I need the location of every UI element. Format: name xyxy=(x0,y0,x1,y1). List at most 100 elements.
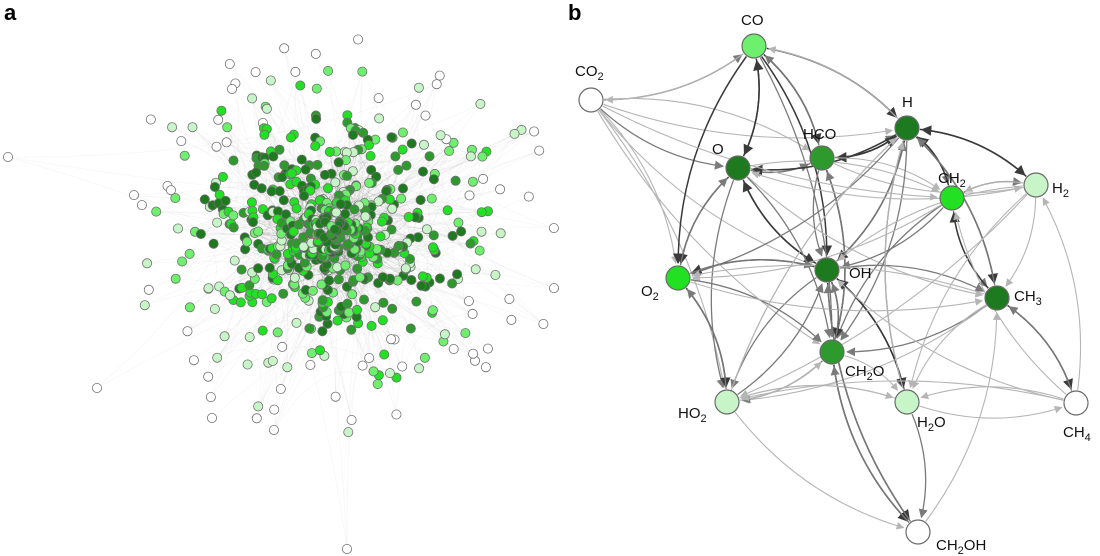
network-node xyxy=(195,228,206,239)
network-node xyxy=(278,288,289,299)
network-node xyxy=(296,154,307,165)
label-ch3-part: CH xyxy=(1014,288,1036,305)
network-node xyxy=(431,79,442,90)
network-edge xyxy=(255,71,321,201)
network-node xyxy=(377,272,388,283)
panel-letter-b: b xyxy=(568,0,581,25)
node-o2 xyxy=(665,265,691,291)
network-edge xyxy=(245,181,474,250)
network-node xyxy=(406,274,417,285)
network-node xyxy=(416,280,427,291)
network-edge xyxy=(359,276,544,325)
label-ch4-part: 4 xyxy=(1085,432,1091,444)
network-node xyxy=(401,160,412,171)
label-h2o-part: 2 xyxy=(928,422,934,434)
network-edge xyxy=(272,266,411,362)
edge-CH2OH-to-CH3 xyxy=(925,312,1001,522)
network-node xyxy=(275,383,286,394)
node-ch2 xyxy=(939,185,965,211)
network-edge xyxy=(271,191,419,219)
edge-O2-to-O xyxy=(679,177,728,266)
edge-CH2-to-OH xyxy=(840,207,944,270)
edge-CH3-to-HO2 xyxy=(741,305,987,404)
network-node xyxy=(358,127,369,138)
network-node xyxy=(241,236,252,247)
label-ch2oh-part: OH xyxy=(964,537,987,554)
edge-CH2OH-to-CH2O xyxy=(830,365,910,523)
network-edge xyxy=(181,83,240,262)
network-edge xyxy=(391,208,544,325)
edge-CH4-to-CH2 xyxy=(953,211,1067,395)
network-node xyxy=(268,424,279,435)
edge-O2-to-HO2 xyxy=(685,287,731,389)
network-node xyxy=(331,207,342,218)
network-node xyxy=(179,150,190,161)
network-node xyxy=(453,217,464,228)
network-node xyxy=(272,327,283,338)
network-node xyxy=(447,230,458,241)
network-node xyxy=(333,157,344,168)
network-node xyxy=(172,223,183,234)
edge-OH-to-CH3 xyxy=(839,264,985,292)
network-node xyxy=(435,130,446,141)
network-node xyxy=(250,67,261,78)
node-ch3 xyxy=(984,285,1010,311)
network-node xyxy=(151,206,162,217)
node-ho2 xyxy=(714,389,740,415)
edge-HCO-to-OH xyxy=(812,170,824,257)
network-node xyxy=(509,128,520,139)
network-edge xyxy=(355,230,366,310)
network-node xyxy=(311,113,322,124)
network-node xyxy=(206,412,217,423)
network-node xyxy=(312,159,323,170)
node-ch2oh xyxy=(905,519,931,545)
edge-H2-to-H xyxy=(920,125,1027,177)
network-node xyxy=(242,359,253,370)
network-node xyxy=(305,359,316,370)
network-node xyxy=(467,308,478,319)
edge-H2O-to-OH xyxy=(837,279,905,390)
network-node xyxy=(358,294,369,305)
network-node xyxy=(335,199,346,210)
edge-CO2-to-CO xyxy=(603,54,743,101)
network-node xyxy=(274,144,285,155)
network-edge xyxy=(356,303,466,334)
network-node xyxy=(228,222,239,233)
edge-O-to-CH2O xyxy=(746,176,833,339)
network-node xyxy=(364,352,375,363)
network-node xyxy=(222,122,233,133)
network-edge xyxy=(452,129,522,275)
network-node xyxy=(396,193,407,204)
label-h2o-part: H xyxy=(917,414,928,431)
network-node xyxy=(424,151,435,162)
edge-CO2-to-O xyxy=(600,108,725,170)
network-node xyxy=(282,362,293,373)
network-node xyxy=(253,263,264,274)
network-node xyxy=(266,293,277,304)
network-node xyxy=(253,401,264,412)
network-node xyxy=(368,366,379,377)
network-node xyxy=(364,177,375,188)
edge-CH3-to-H2O xyxy=(912,304,987,389)
network-edge xyxy=(347,308,393,433)
edge-HCO-to-CO xyxy=(764,55,820,146)
network-edge xyxy=(433,179,544,325)
label-hco: HCO xyxy=(803,126,836,143)
edge-H-to-H2 xyxy=(919,128,1026,176)
network-node xyxy=(314,345,325,356)
network-node xyxy=(295,80,306,91)
network-edge xyxy=(187,269,326,332)
network-node xyxy=(347,289,358,300)
network-node xyxy=(346,324,357,335)
edge-CH3-to-H xyxy=(917,137,996,286)
edge-CH2-to-CH3 xyxy=(952,210,988,288)
edge-CH3-to-CH4 xyxy=(1007,304,1073,390)
network-node xyxy=(208,238,219,249)
network-node xyxy=(176,136,187,147)
network-node xyxy=(495,184,506,195)
panel-a-nodes xyxy=(3,34,560,555)
network-edge xyxy=(438,196,529,279)
network-node xyxy=(506,314,517,325)
network-node xyxy=(342,298,353,309)
